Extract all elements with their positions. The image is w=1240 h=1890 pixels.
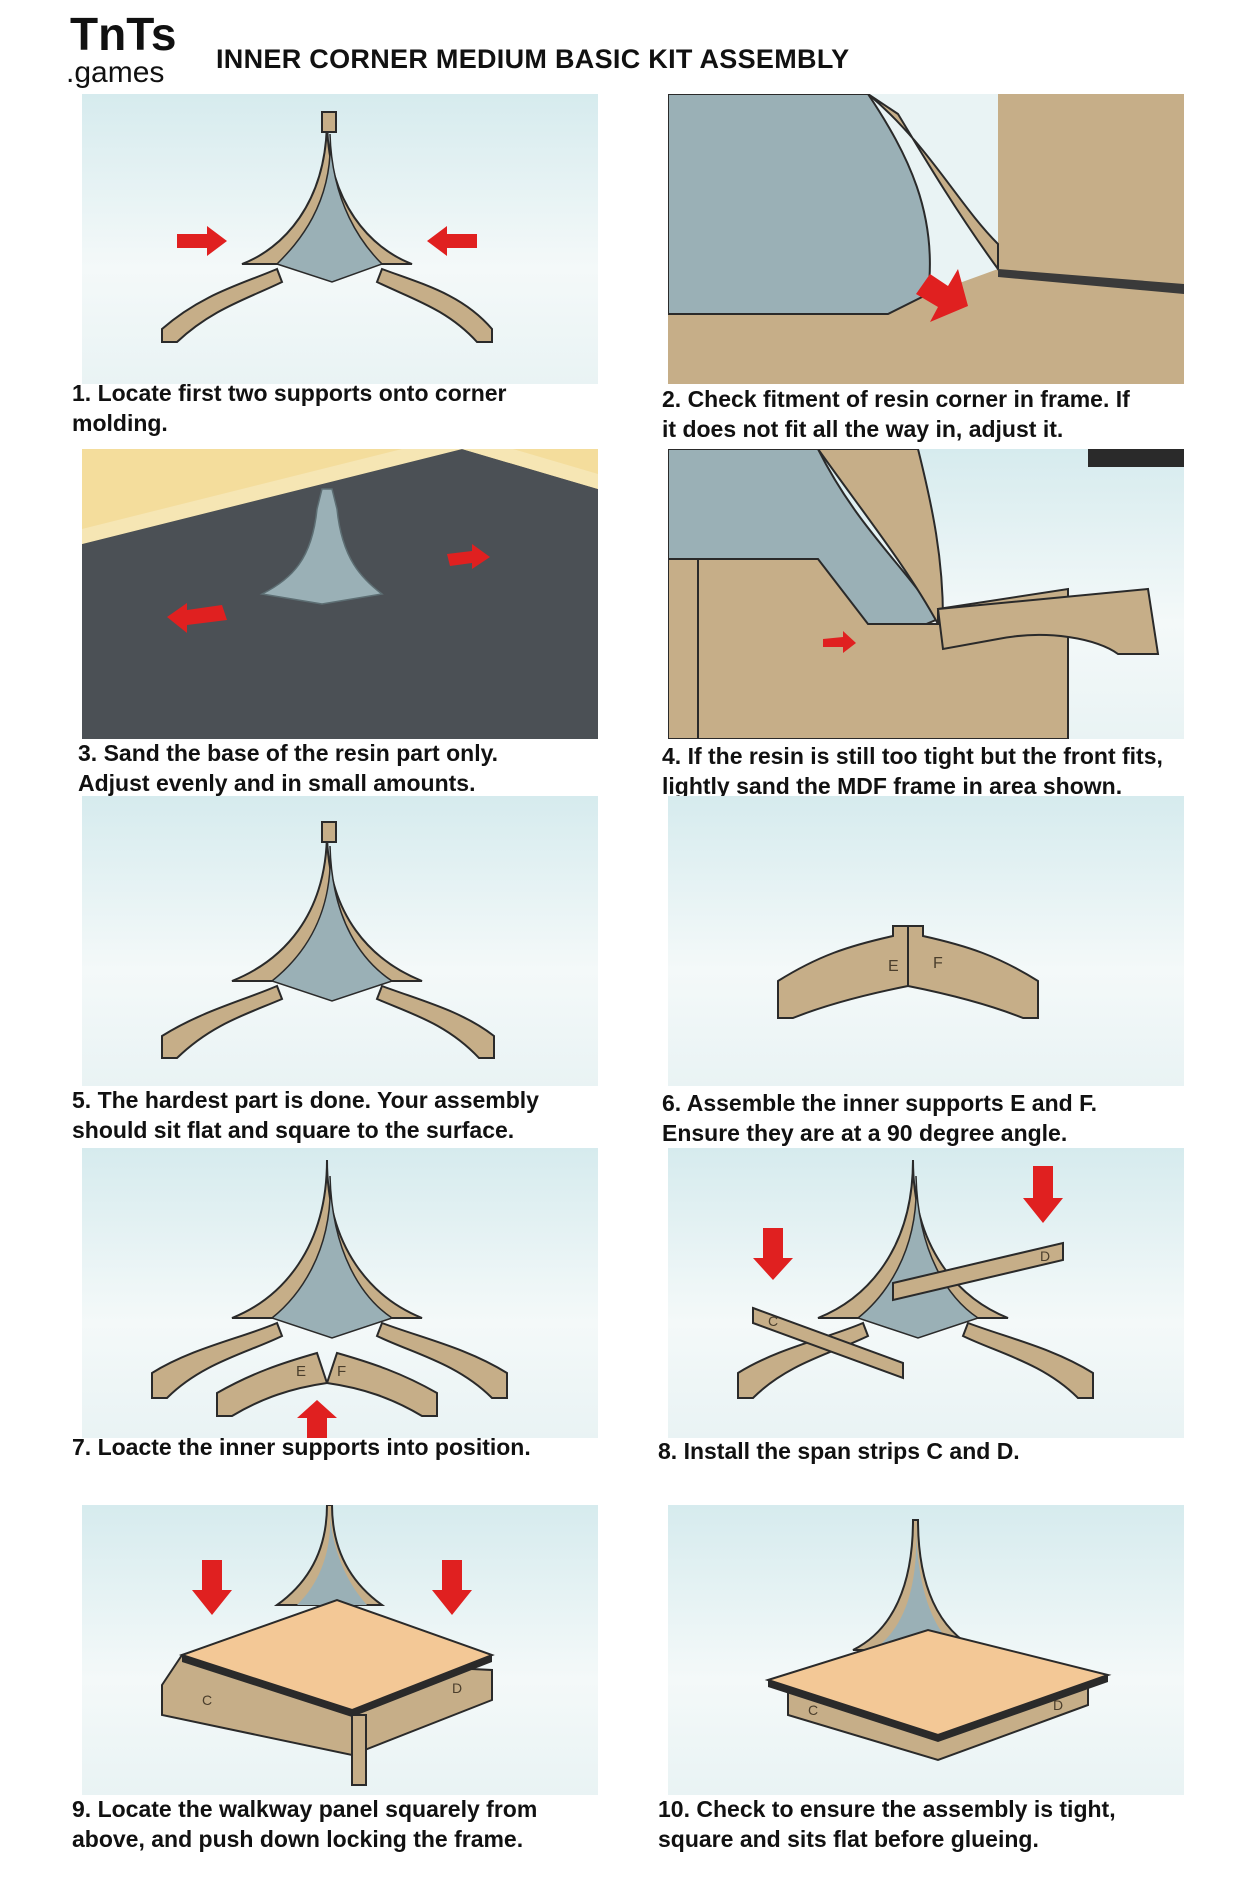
step-6-caption: 6. Assemble the inner supports E and F. …: [662, 1090, 1097, 1146]
part-letter-d: D: [1040, 1248, 1050, 1264]
step-3-illustration: [82, 449, 598, 739]
part-letter-c-step9: C: [202, 1692, 212, 1708]
part-letter-c-step10: C: [808, 1702, 818, 1718]
step-1-caption: 1. Locate first two supports onto corner…: [72, 380, 507, 436]
step-9-illustration: C D: [82, 1505, 598, 1795]
step-10-illustration: C D: [668, 1505, 1184, 1795]
part-letter-c: C: [768, 1313, 778, 1329]
svg-text:TnTs: TnTs: [70, 8, 176, 60]
step-7-illustration: E F: [82, 1148, 598, 1438]
step-7-caption: 7. Loacte the inner supports into positi…: [72, 1434, 531, 1460]
part-letter-d-step10: D: [1053, 1697, 1063, 1713]
step-10-caption: 10. Check to ensure the assembly is tigh…: [658, 1796, 1116, 1852]
step-1-illustration: [82, 94, 598, 384]
step-2-illustration: [668, 94, 1184, 384]
step-6-illustration: E F: [668, 796, 1184, 1086]
page-title: INNER CORNER MEDIUM BASIC KIT ASSEMBLY: [216, 44, 850, 74]
step-4-illustration: [668, 449, 1184, 739]
part-letter-d-step9: D: [452, 1680, 462, 1696]
part-letter-f-step7: F: [337, 1363, 346, 1380]
step-5-illustration: [82, 796, 598, 1086]
step-9-caption: 9. Locate the walkway panel squarely fro…: [72, 1796, 538, 1852]
step-3-caption: 3. Sand the base of the resin part only.…: [78, 740, 499, 796]
part-letter-e: E: [888, 958, 899, 975]
part-letter-f: F: [933, 955, 943, 972]
step-2-caption: 2. Check fitment of resin corner in fram…: [662, 386, 1130, 442]
step-5-caption: 5. The hardest part is done. Your assemb…: [72, 1087, 539, 1143]
svg-text:.games: .games: [66, 56, 164, 88]
step-8-illustration: C D: [668, 1148, 1184, 1438]
tnts-games-logo: TnTs .games: [66, 8, 206, 89]
part-letter-e-step7: E: [296, 1363, 306, 1380]
step-8-caption: 8. Install the span strips C and D.: [658, 1438, 1020, 1464]
step-4-caption: 4. If the resin is still too tight but t…: [662, 743, 1163, 799]
